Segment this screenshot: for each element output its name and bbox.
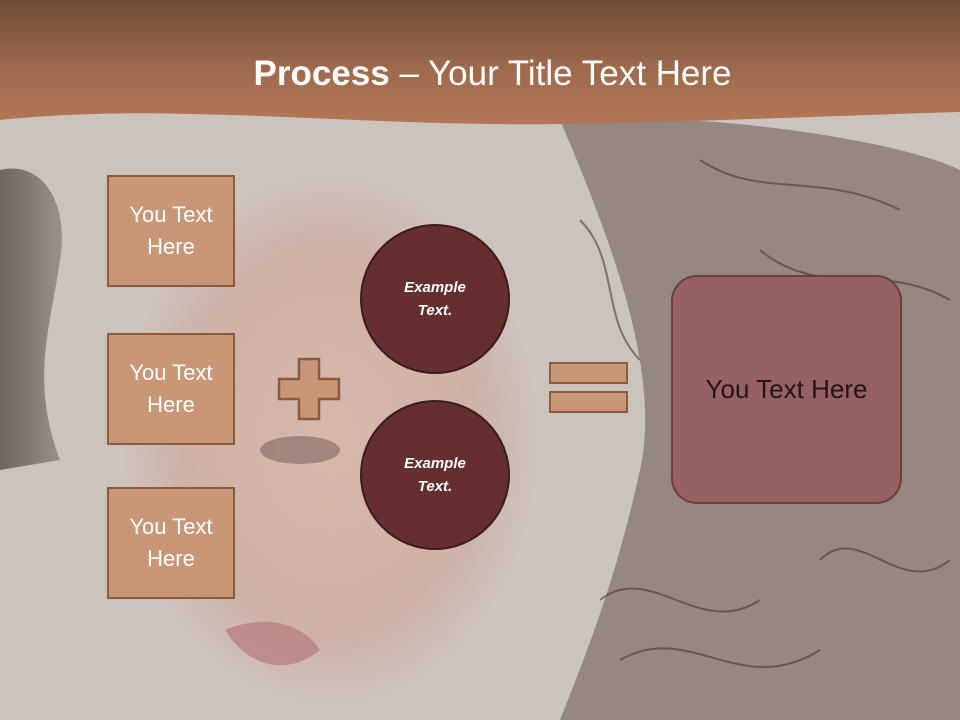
input-box-3: You Text Here — [107, 487, 235, 599]
result-box: You Text Here — [671, 275, 902, 504]
plus-icon — [277, 357, 341, 421]
result-label: You Text Here — [705, 374, 868, 404]
circle-label: Example Text. — [404, 279, 466, 319]
input-box-1: You Text Here — [107, 175, 235, 287]
input-box-2: You Text Here — [107, 333, 235, 445]
input-box-label: You Text Here — [129, 514, 213, 571]
input-box-label: You Text Here — [129, 202, 213, 259]
title-rest: – Your Title Text Here — [389, 54, 732, 93]
title-strong: Process — [253, 54, 390, 93]
example-circle-1: Example Text. — [360, 224, 510, 374]
circle-label: Example Text. — [404, 455, 466, 495]
equals-icon — [549, 362, 628, 413]
example-circle-2: Example Text. — [360, 400, 510, 550]
input-box-label: You Text Here — [129, 360, 213, 417]
header-band — [0, 0, 960, 125]
slide-title: Process – Your Title Text Here — [0, 52, 960, 96]
